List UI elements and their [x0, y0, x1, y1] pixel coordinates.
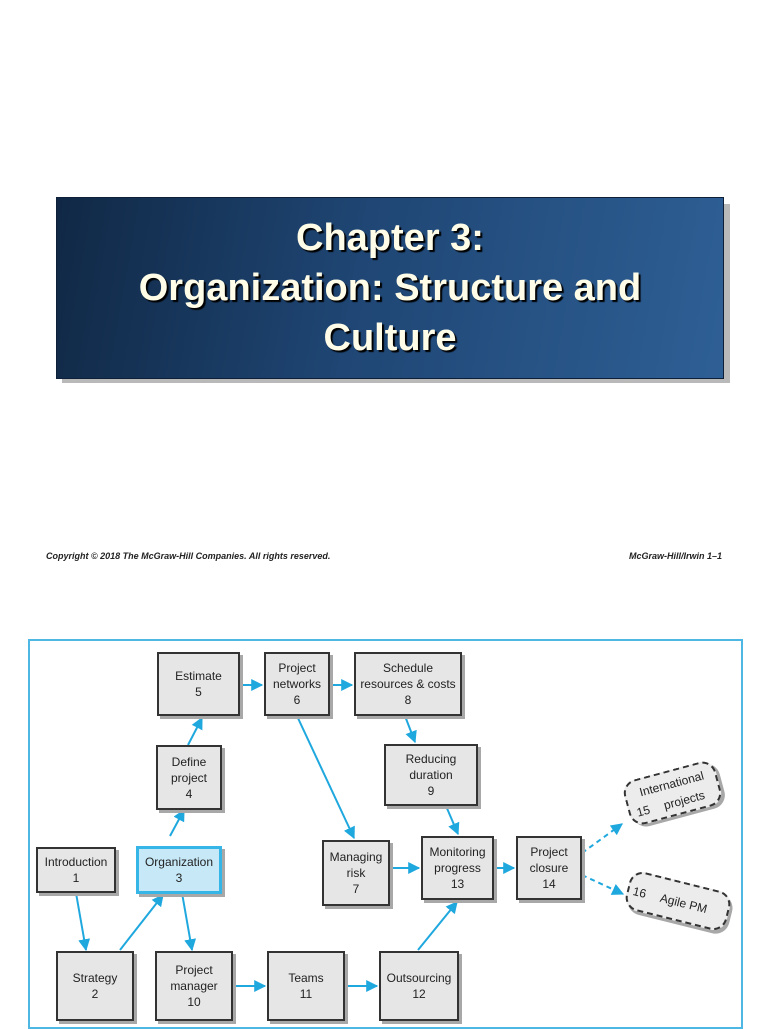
node-number: 1: [72, 871, 80, 885]
node-number: 13: [450, 877, 465, 891]
node-number: 4: [185, 786, 193, 801]
node-label: closure: [529, 861, 569, 875]
node-label: Estimate: [175, 669, 222, 683]
node-number: 11: [299, 987, 313, 1001]
node-number: 5: [195, 685, 202, 699]
node-label: Teams: [288, 971, 324, 985]
node-label: Define: [171, 754, 207, 769]
node-managing-risk: Managing risk 7: [322, 840, 390, 906]
node-label: duration: [409, 768, 453, 782]
node-label: Agile PM: [658, 890, 709, 917]
node-monitoring-progress: Monitoring progress 13: [421, 836, 494, 900]
copyright-notice: Copyright © 2018 The McGraw-Hill Compani…: [46, 551, 331, 561]
node-label: Managing: [329, 850, 383, 864]
arrow-closure-to-agile: [581, 874, 625, 895]
node-label: Project: [175, 963, 213, 977]
node-label: resources & costs: [360, 677, 456, 691]
node-label: Strategy: [72, 971, 118, 985]
node-number: 6: [293, 693, 301, 707]
arrow-organization-to-define: [169, 808, 185, 837]
node-number: 9: [427, 784, 435, 798]
node-label: risk: [346, 866, 366, 880]
node-project-manager: Project manager 10: [155, 951, 233, 1021]
node-label: Introduction: [44, 855, 108, 869]
node-label: Project: [278, 661, 316, 675]
node-number: 2: [91, 987, 99, 1001]
publisher-page-number: McGraw-Hill/Irwin 1–1: [628, 551, 722, 561]
node-number: 8: [404, 693, 412, 707]
node-project-closure: Project closure 14: [516, 836, 582, 900]
node-label: networks: [272, 677, 322, 691]
node-number: 16: [631, 884, 648, 901]
node-label: Organization: [144, 855, 214, 869]
node-number: 10: [187, 995, 201, 1009]
node-number: 15: [635, 802, 652, 820]
node-project-networks: Project networks 6: [264, 652, 330, 716]
arrow-closure-to-international: [581, 823, 623, 854]
arrow-intro-to-strategy: [75, 892, 91, 952]
node-strategy: Strategy 2: [56, 951, 134, 1021]
node-number: 7: [352, 882, 360, 896]
node-define-project: Define project 4: [156, 745, 222, 810]
node-introduction: Introduction 1: [36, 847, 116, 893]
node-organization: Organization 3: [136, 846, 222, 894]
node-label: Schedule: [382, 661, 434, 675]
node-label: project: [170, 770, 208, 785]
node-label: Outsourcing: [386, 971, 452, 985]
node-number: 12: [412, 987, 426, 1001]
arrow-define-to-estimate: [187, 716, 203, 746]
node-label: Project: [530, 845, 568, 859]
arrow-strategy-to-organization: [119, 894, 164, 951]
title-banner: Chapter 3: Organization: Structure and C…: [56, 197, 724, 379]
node-label: Monitoring: [429, 845, 486, 859]
node-outsourcing: Outsourcing 12: [379, 951, 459, 1021]
node-estimate: Estimate 5: [157, 652, 240, 716]
arrow-networks-to-risk: [296, 715, 355, 840]
title-line-2: Organization: Structure and: [138, 267, 642, 309]
arrow-outsourcing-to-monitoring: [417, 901, 458, 951]
node-reducing-duration: Reducing duration 9: [384, 744, 478, 806]
node-label: manager: [170, 979, 218, 993]
title-line-1: Chapter 3:: [296, 217, 484, 259]
arrow-organization-to-manager: [181, 892, 197, 952]
node-schedule-resources: Schedule resources & costs 8: [354, 652, 462, 716]
arrow-schedule-to-reducing: [404, 715, 417, 744]
node-teams: Teams 11: [267, 951, 345, 1021]
node-number: 14: [542, 877, 556, 891]
node-label: Reducing: [405, 752, 457, 766]
arrow-reducing-to-monitoring: [445, 805, 460, 836]
node-number: 3: [175, 871, 183, 885]
node-label: progress: [434, 861, 481, 875]
title-line-3: Culture: [323, 317, 457, 359]
